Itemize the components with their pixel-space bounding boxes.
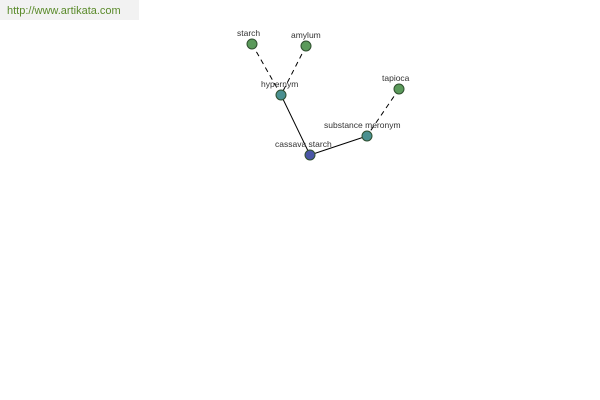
edges-layer xyxy=(251,43,400,156)
node-starch[interactable]: starch xyxy=(237,28,260,50)
node-label-starch: starch xyxy=(237,28,260,38)
node-dot-starch[interactable] xyxy=(246,38,258,50)
node-dot-tapioca[interactable] xyxy=(393,83,405,95)
node-amylum[interactable]: amylum xyxy=(291,30,321,52)
node-label-substance-meronym: substance meronym xyxy=(324,120,401,130)
node-substance-meronym[interactable]: substance meronym xyxy=(324,120,401,142)
node-tapioca[interactable]: tapioca xyxy=(382,73,410,95)
node-hypernym[interactable]: hypernym xyxy=(261,79,298,101)
node-label-amylum: amylum xyxy=(291,30,321,40)
node-dot-substance-meronym[interactable] xyxy=(361,130,373,142)
node-dot-cassava-starch[interactable] xyxy=(304,149,316,161)
edge-amylum-hypernym xyxy=(280,45,307,96)
source-url-banner[interactable]: http://www.artikata.com xyxy=(0,0,139,20)
nodes-layer: starch amylum hypernym tapioca substance mer… xyxy=(237,28,410,161)
node-label-hypernym: hypernym xyxy=(261,79,298,89)
edge-substance-meronym-cassava-starch xyxy=(309,135,368,156)
edge-starch-hypernym xyxy=(251,43,282,96)
edge-tapioca-substance-meronym xyxy=(366,88,400,137)
source-url-text[interactable]: http://www.artikata.com xyxy=(7,5,121,17)
node-label-tapioca: tapioca xyxy=(382,73,410,83)
node-dot-amylum[interactable] xyxy=(300,40,312,52)
node-dot-hypernym[interactable] xyxy=(275,89,287,101)
edge-hypernym-cassava-starch xyxy=(280,94,311,156)
node-cassava-starch[interactable]: cassava starch xyxy=(275,139,332,161)
node-label-cassava-starch: cassava starch xyxy=(275,139,332,149)
